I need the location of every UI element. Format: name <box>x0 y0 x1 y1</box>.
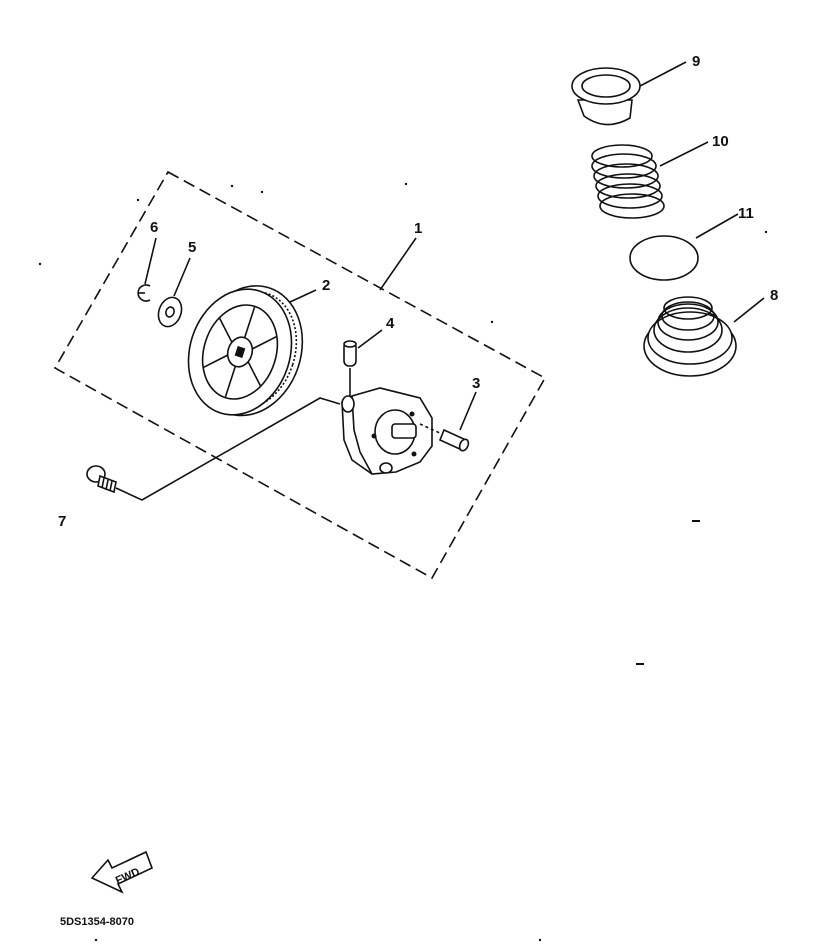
part-3-pin <box>419 423 470 452</box>
leader-5 <box>173 257 191 297</box>
leader-9 <box>639 61 687 87</box>
leader-4 <box>357 329 383 349</box>
callout-8: 8 <box>770 287 778 304</box>
leader-11 <box>695 213 739 239</box>
callout-7: 7 <box>58 513 66 530</box>
leader-2 <box>289 289 317 303</box>
drawing-code: 5DS1354-8070 <box>60 916 134 928</box>
part-4-pin <box>343 340 357 398</box>
assembly-boundary <box>53 170 547 580</box>
part-7-screw <box>86 397 341 501</box>
callout-4: 4 <box>386 315 395 332</box>
leader-1 <box>379 237 417 291</box>
callout-10: 10 <box>712 133 729 150</box>
fwd-arrow-icon: FWD <box>90 850 154 894</box>
callout-9: 9 <box>692 53 700 70</box>
leader-6 <box>144 237 157 285</box>
callout-1: 1 <box>414 220 422 237</box>
part-9-cap <box>571 67 641 126</box>
part-11-o-ring <box>629 235 699 281</box>
leader-3 <box>459 391 477 431</box>
callout-2: 2 <box>322 277 330 294</box>
part-2-gear <box>187 285 304 417</box>
part-6-circlip <box>137 284 151 302</box>
part-5-washer <box>157 296 183 328</box>
leader-8 <box>733 297 765 323</box>
oil-pump-body <box>341 387 433 475</box>
leader-10 <box>659 141 709 167</box>
callout-11: 11 <box>738 205 754 222</box>
callout-6: 6 <box>150 219 158 236</box>
callout-5: 5 <box>188 239 196 256</box>
scan-speckles <box>38 182 768 942</box>
part-10-spring <box>591 144 665 219</box>
part-8-plug <box>643 296 737 377</box>
callout-3: 3 <box>472 375 480 392</box>
